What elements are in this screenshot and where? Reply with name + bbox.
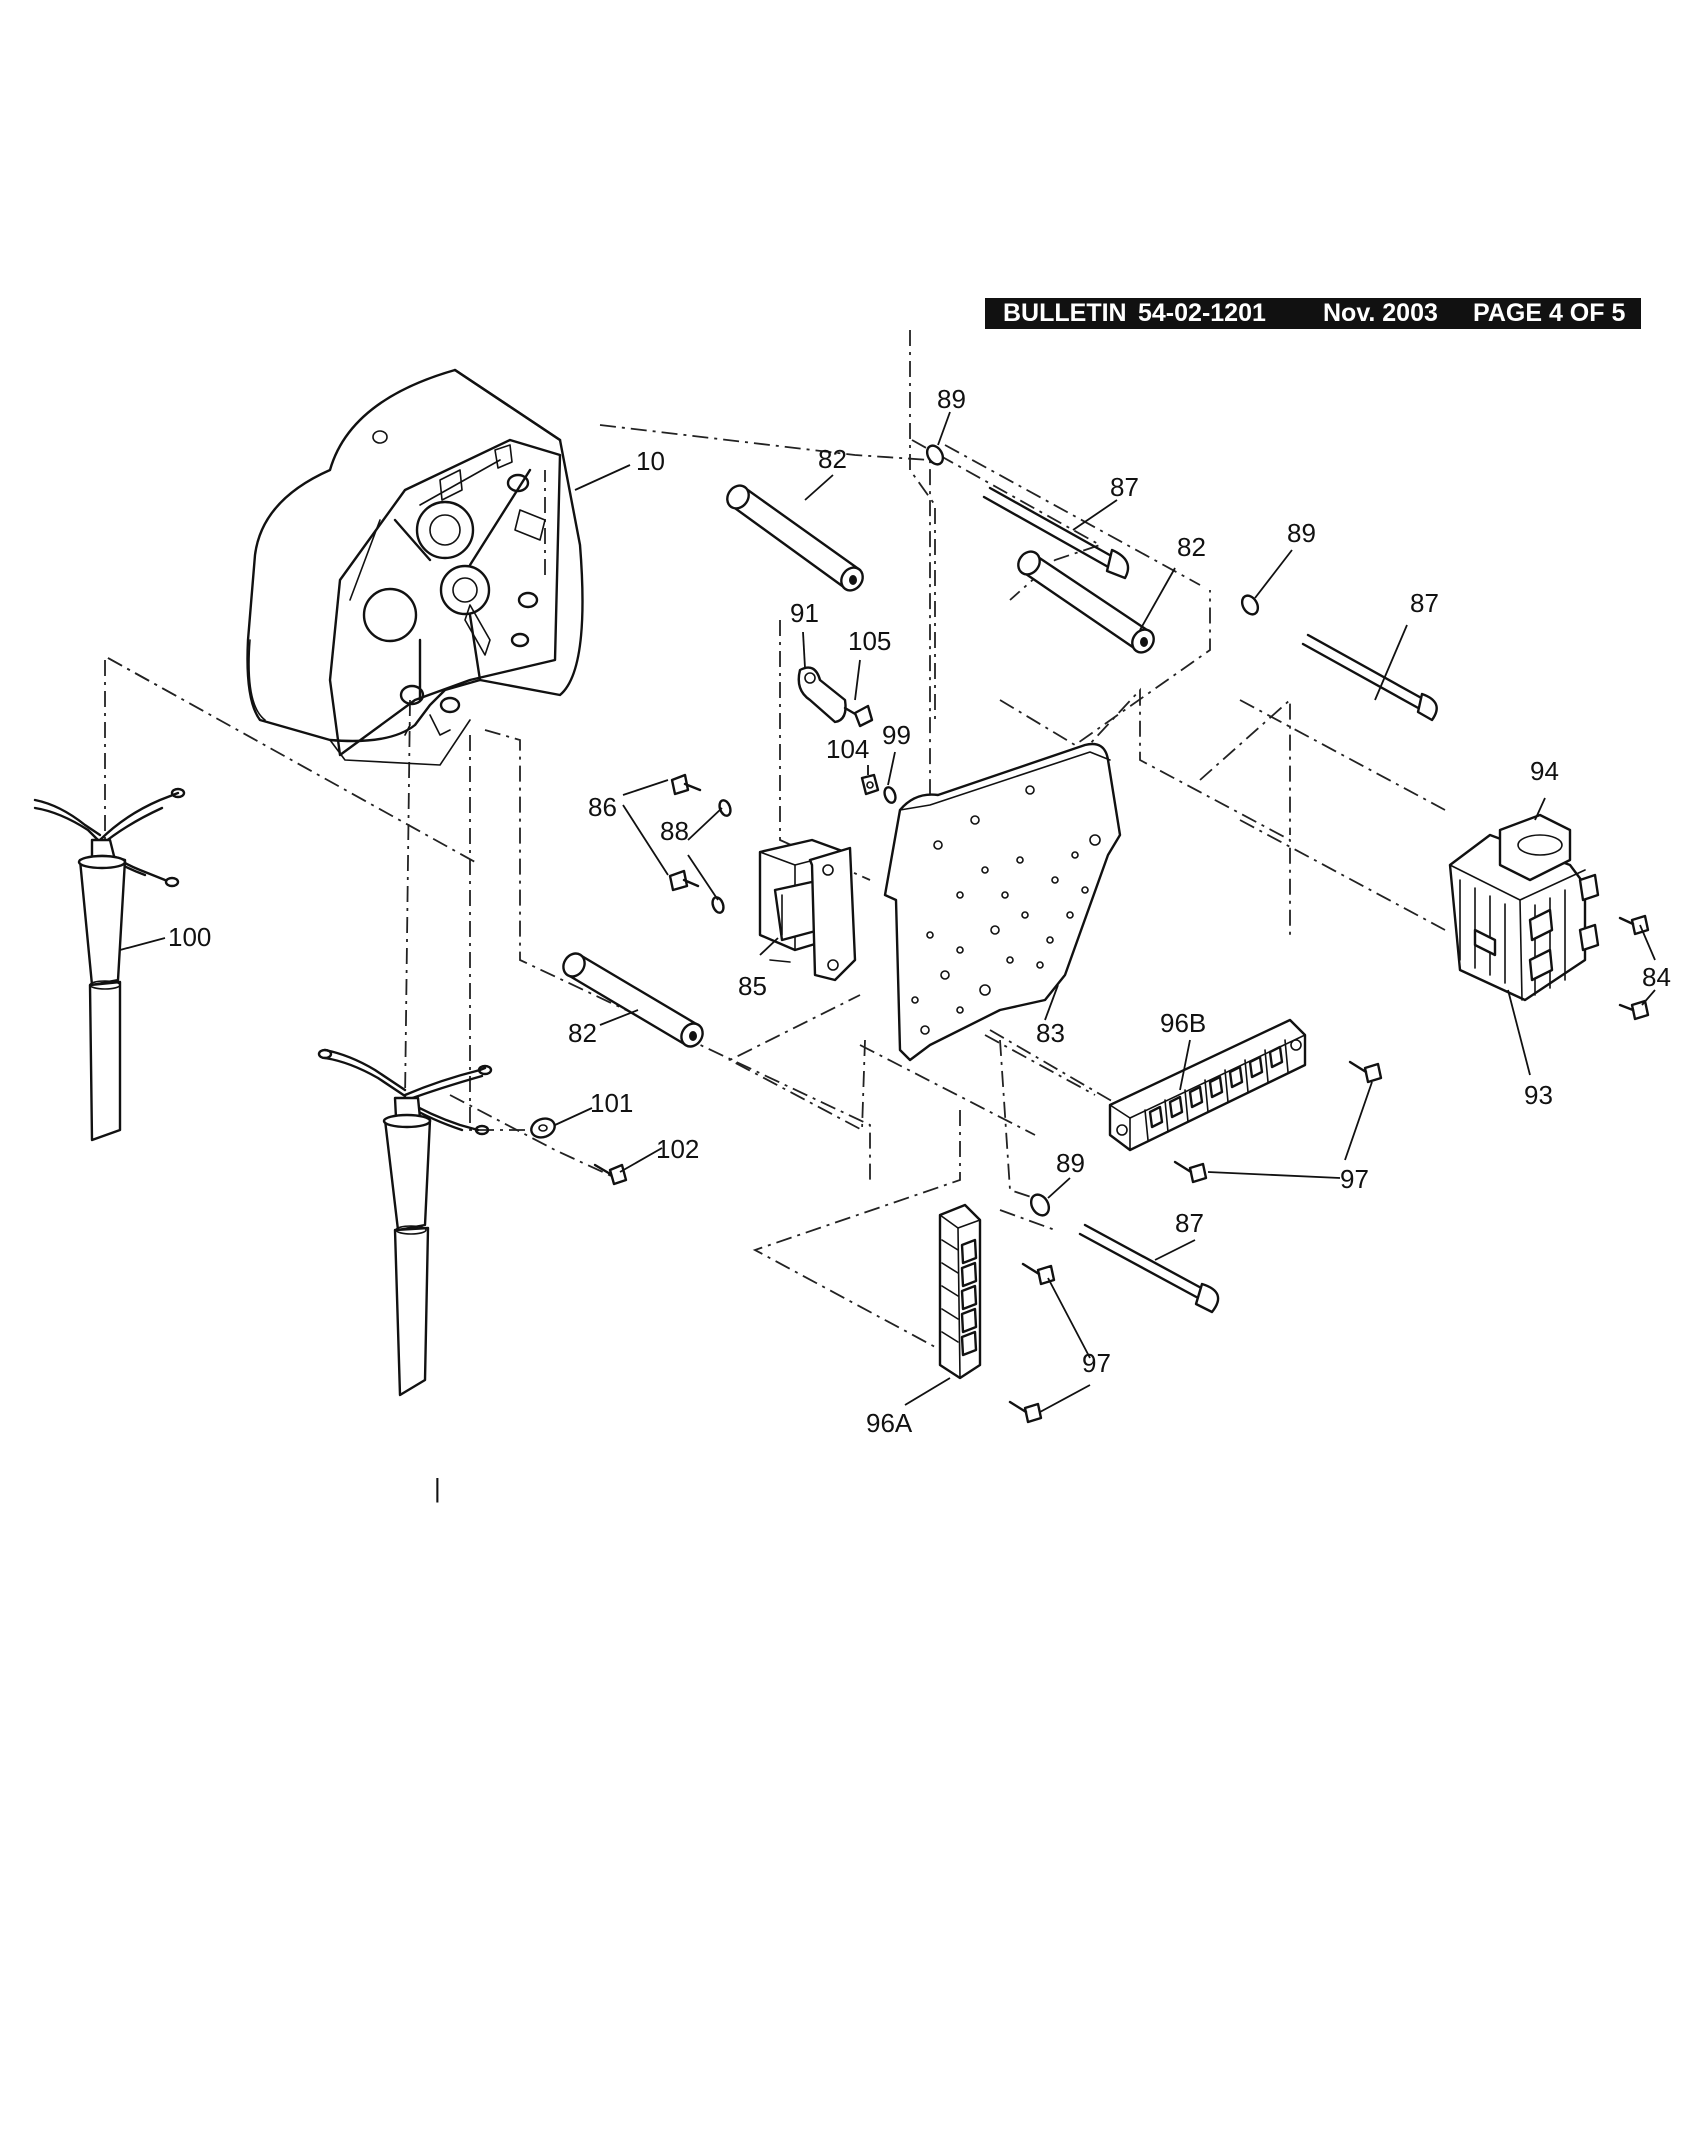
rod-87-middle bbox=[1301, 633, 1438, 722]
callout-101: 101 bbox=[590, 1088, 633, 1118]
bulletin-date: Nov. 2003 bbox=[1323, 299, 1438, 327]
screws-86 bbox=[668, 773, 702, 892]
assembly-lines bbox=[104, 330, 1446, 1356]
callout-97-upper: 97 bbox=[1340, 1164, 1369, 1194]
callout-105: 105 bbox=[848, 626, 891, 656]
washers-89 bbox=[925, 444, 1260, 1217]
callout-86: 86 bbox=[588, 792, 617, 822]
callout-94: 94 bbox=[1530, 756, 1559, 786]
callout-99: 99 bbox=[882, 720, 911, 750]
stray-mark: | bbox=[434, 1473, 441, 1503]
transformer-part-85 bbox=[758, 838, 857, 982]
callout-10: 10 bbox=[636, 446, 665, 476]
mounting-plate-part-83 bbox=[883, 742, 1122, 1062]
callout-100: 100 bbox=[168, 922, 211, 952]
callout-82-middle: 82 bbox=[1177, 532, 1206, 562]
rod-87-upper bbox=[982, 486, 1130, 580]
screws-97 bbox=[1008, 1060, 1383, 1424]
terminal-strip-part-96a bbox=[938, 1203, 982, 1380]
terminal-strip-part-96b bbox=[1108, 1018, 1307, 1152]
probe-part-100 bbox=[33, 787, 186, 1142]
callout-83: 83 bbox=[1036, 1018, 1065, 1048]
enclosure-part-10 bbox=[246, 368, 584, 766]
probe-second bbox=[317, 1048, 493, 1397]
callout-91: 91 bbox=[790, 598, 819, 628]
screw-part-102 bbox=[593, 1163, 628, 1186]
callout-84: 84 bbox=[1642, 962, 1671, 992]
standoff-82-middle bbox=[1017, 550, 1155, 654]
standoff-82-lower bbox=[562, 952, 704, 1048]
callout-96a: 96A bbox=[866, 1408, 913, 1438]
callout-93: 93 bbox=[1524, 1080, 1553, 1110]
callout-87-lower: 87 bbox=[1175, 1208, 1204, 1238]
nut-part-104 bbox=[860, 773, 880, 796]
callout-82-lower: 82 bbox=[568, 1018, 597, 1048]
callout-87-middle: 87 bbox=[1410, 588, 1439, 618]
callout-leaders bbox=[119, 411, 1656, 1413]
rod-87-lower bbox=[1078, 1223, 1220, 1314]
screw-part-105 bbox=[843, 704, 874, 728]
bulletin-word: BULLETIN bbox=[1003, 299, 1127, 327]
bulletin-page: PAGE 4 OF 5 bbox=[1473, 299, 1626, 327]
bulletin-header: BULLETIN 54-02-1201 Nov. 2003 PAGE 4 OF 5 bbox=[985, 298, 1641, 329]
callout-104: 104 bbox=[826, 734, 869, 764]
clamp-part-91 bbox=[797, 666, 847, 724]
washer-part-99 bbox=[883, 786, 897, 804]
callout-89-middle: 89 bbox=[1287, 518, 1316, 548]
callout-88: 88 bbox=[660, 816, 689, 846]
callout-82-upper: 82 bbox=[818, 444, 847, 474]
standoff-82-upper bbox=[726, 484, 864, 592]
bulletin-number: 54-02-1201 bbox=[1138, 299, 1266, 327]
screws-84 bbox=[1618, 914, 1650, 1021]
relay-part-93-94 bbox=[1448, 813, 1600, 1002]
callout-96b: 96B bbox=[1160, 1008, 1206, 1038]
callout-102: 102 bbox=[656, 1134, 699, 1164]
callout-97-lower: 97 bbox=[1082, 1348, 1111, 1378]
callout-labels: 10 82 89 87 82 89 87 91 105 104 99 86 88… bbox=[168, 384, 1671, 1503]
washer-part-101 bbox=[530, 1117, 556, 1139]
callout-89-lower: 89 bbox=[1056, 1148, 1085, 1178]
callout-89-upper: 89 bbox=[937, 384, 966, 414]
callout-87-upper: 87 bbox=[1110, 472, 1139, 502]
callout-85: 85 bbox=[738, 971, 767, 1001]
